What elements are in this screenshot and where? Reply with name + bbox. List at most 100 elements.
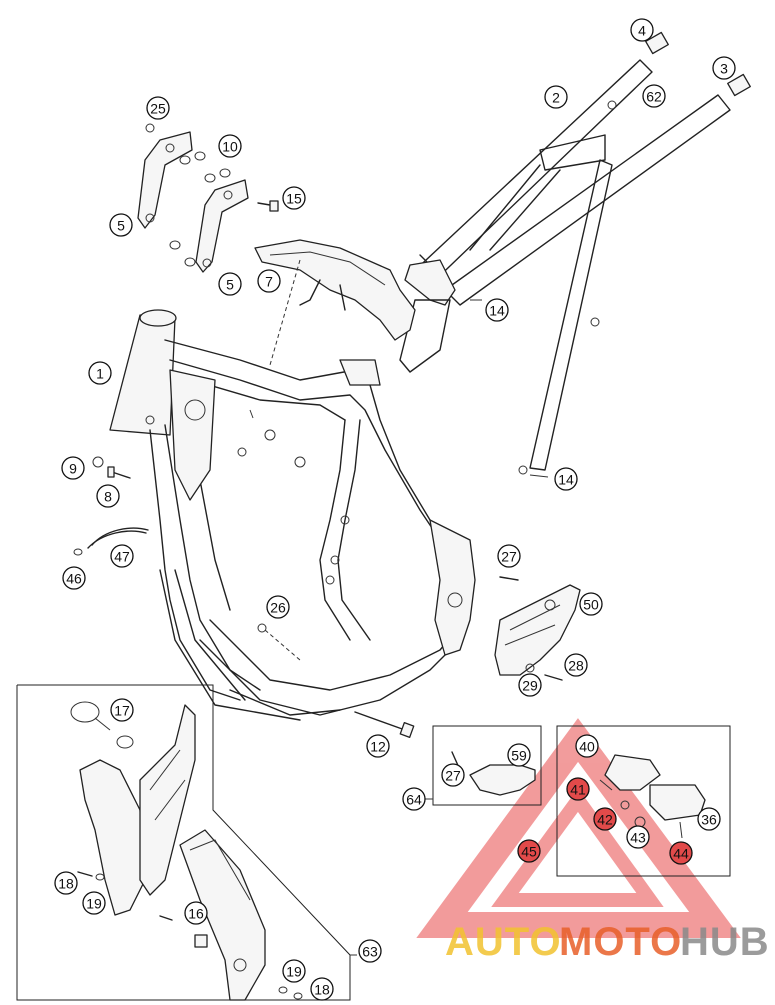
tank-bracket — [254, 239, 416, 366]
callout-15: 15 — [282, 186, 306, 210]
callout-29: 29 — [518, 673, 542, 697]
callout-number: 47 — [114, 549, 130, 565]
callout-64: 64 — [402, 787, 426, 811]
callout-number: 27 — [501, 549, 517, 565]
callout-circle — [712, 56, 736, 80]
callout-circle — [218, 272, 242, 296]
callout-number: 3 — [720, 61, 728, 77]
callout-10: 10 — [218, 134, 242, 158]
callout-44: 44 — [669, 841, 693, 865]
callout-circle — [282, 959, 306, 983]
watermark-text-auto: AUTO — [445, 920, 562, 964]
callout-circle — [310, 977, 334, 1001]
callout-number: 8 — [104, 489, 112, 505]
callout-number: 45 — [521, 844, 537, 860]
callout-8: 8 — [96, 484, 120, 508]
callout-circle — [579, 592, 603, 616]
callout-circle — [266, 595, 290, 619]
callout-circle — [544, 85, 568, 109]
footpeg-group-box — [556, 725, 731, 877]
callout-14: 14 — [554, 467, 578, 491]
callout-4: 4 — [630, 18, 654, 42]
callout-50: 50 — [579, 592, 603, 616]
callout-18: 18 — [310, 977, 334, 1001]
callout-3: 3 — [712, 56, 736, 80]
callout-circle — [110, 544, 134, 568]
callout-number: 26 — [270, 600, 286, 616]
callout-number: 41 — [570, 782, 586, 798]
callout-number: 19 — [86, 896, 102, 912]
callout-number: 10 — [222, 139, 238, 155]
callout-circle — [517, 839, 541, 863]
callout-27: 27 — [441, 763, 465, 787]
callout-circle — [366, 734, 390, 758]
watermark-text-moto: MOTO — [559, 920, 682, 964]
callout-45: 45 — [517, 839, 541, 863]
callout-5: 5 — [109, 213, 133, 237]
callout-number: 12 — [370, 739, 386, 755]
callout-9: 9 — [61, 456, 85, 480]
callout-number: 18 — [314, 982, 330, 998]
callout-circle — [593, 807, 617, 831]
callout-27: 27 — [497, 544, 521, 568]
callout-circle — [564, 653, 588, 677]
callout-circle — [669, 841, 693, 865]
callout-number: 15 — [286, 191, 302, 207]
callout-circle — [218, 134, 242, 158]
callout-circle — [642, 84, 666, 108]
callout-number: 2 — [552, 90, 560, 106]
callout-number: 18 — [58, 876, 74, 892]
callout-circle — [96, 484, 120, 508]
callout-circle — [88, 361, 112, 385]
callout-number: 50 — [583, 597, 599, 613]
callout-number: 7 — [265, 274, 273, 290]
callout-number: 27 — [445, 768, 461, 784]
frame-guard-box — [16, 684, 357, 1001]
callout-59: 59 — [507, 743, 531, 767]
callout-number: 5 — [117, 218, 125, 234]
watermark-text: AUTO MOTO HUB — [445, 920, 769, 964]
callout-number: 46 — [66, 571, 82, 587]
engine-mount-plates — [137, 123, 279, 273]
callout-circle — [109, 213, 133, 237]
callout-circle — [110, 698, 134, 722]
callout-number: 64 — [406, 792, 422, 808]
callout-number: 1 — [96, 366, 104, 382]
callout-47: 47 — [110, 544, 134, 568]
callout-5: 5 — [218, 272, 242, 296]
callout-circle — [61, 456, 85, 480]
callout-circle — [358, 939, 382, 963]
callout-number: 14 — [489, 303, 505, 319]
callout-7: 7 — [257, 269, 281, 293]
callout-1: 1 — [88, 361, 112, 385]
watermark-logo — [416, 718, 741, 938]
callout-circle — [82, 891, 106, 915]
callout-19: 19 — [82, 891, 106, 915]
callout-17: 17 — [110, 698, 134, 722]
callout-number: 28 — [568, 658, 584, 674]
callout-number: 5 — [226, 277, 234, 293]
callout-16: 16 — [184, 901, 208, 925]
rear-subframe — [399, 31, 751, 478]
callout-circle — [554, 467, 578, 491]
callout-46: 46 — [62, 566, 86, 590]
callout-number: 14 — [558, 472, 574, 488]
callout-number: 36 — [701, 812, 717, 828]
callout-12: 12 — [366, 734, 390, 758]
callout-circle — [184, 901, 208, 925]
main-frame — [109, 309, 476, 721]
callout-number: 29 — [522, 678, 538, 694]
callout-circle — [257, 269, 281, 293]
small-fasteners-left — [73, 456, 149, 556]
callout-circle — [697, 807, 721, 831]
callout-43: 43 — [626, 825, 650, 849]
callout-2: 2 — [544, 85, 568, 109]
callout-26: 26 — [266, 595, 290, 619]
callout-number: 4 — [638, 23, 646, 39]
callout-number: 16 — [188, 906, 204, 922]
callout-41: 41 — [566, 777, 590, 801]
callout-circle — [518, 673, 542, 697]
callout-25: 25 — [146, 96, 170, 120]
